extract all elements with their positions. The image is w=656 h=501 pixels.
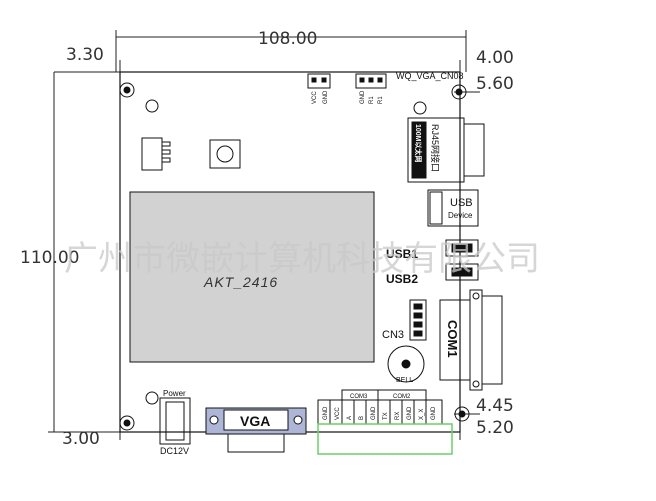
usb-device-sub: Device xyxy=(448,211,473,220)
terminal-pin-label: GND xyxy=(407,406,413,420)
usb-device-title: USB xyxy=(450,197,473,209)
core-module xyxy=(129,191,375,363)
terminal-pin-label: GND xyxy=(323,406,329,420)
vga-connector xyxy=(205,407,307,453)
dim-top-right: 4.00 xyxy=(476,48,514,68)
cn3-connector xyxy=(409,299,427,341)
regulator xyxy=(141,137,171,171)
dim-height: 110.00 xyxy=(20,248,79,268)
dim-bottom-right-offset: 5.20 xyxy=(476,418,514,438)
dc-label: DC12V xyxy=(160,446,189,456)
cn3-label: CN3 xyxy=(382,329,404,341)
chip-label: AKT_2416 xyxy=(203,274,278,290)
com1-label: COM1 xyxy=(445,320,460,358)
bell-label: BELL xyxy=(396,377,413,384)
terminal-pin-label: GND xyxy=(371,406,377,420)
usb1-label: USB1 xyxy=(386,247,418,261)
hdr-right-pin2: R1 xyxy=(369,96,375,104)
hdr-right-pin3: R1 xyxy=(378,96,384,104)
hdr-right-pin1: GND xyxy=(360,90,366,104)
small-header-right xyxy=(355,73,387,89)
bell-buzzer xyxy=(387,345,425,383)
rj45-label: RJ45网接口 xyxy=(430,124,441,172)
usb2-label: USB2 xyxy=(386,272,418,286)
com2-label: COM2 xyxy=(393,394,411,400)
terminal-pin-label: X_X xyxy=(419,409,425,420)
dim-bottom-left: 3.00 xyxy=(62,429,100,449)
power-label: Power xyxy=(163,389,186,398)
terminal-pin-label: A xyxy=(347,416,353,420)
terminal-pin-label: GND xyxy=(431,406,437,420)
usb-device-connector xyxy=(427,189,479,227)
hdr-left-pin2: GND xyxy=(323,90,329,104)
dim-width: 108.00 xyxy=(258,29,317,49)
com3-label: COM3 xyxy=(350,394,368,400)
power-jack xyxy=(159,397,191,445)
dim-bottom-right: 4.45 xyxy=(476,396,514,416)
terminal-pin-label: RX xyxy=(395,412,401,420)
wq-vga-label: WQ_VGA_CN08 xyxy=(396,71,464,81)
terminal-block-highlight xyxy=(317,423,453,455)
vga-label: VGA xyxy=(240,413,270,429)
usb-host-ports xyxy=(445,239,479,281)
reset-button xyxy=(209,139,241,169)
dim-top-left: 3.30 xyxy=(66,45,104,65)
small-header-left xyxy=(307,73,331,89)
hdr-left-pin1: VCC xyxy=(312,91,318,104)
mounting-holes xyxy=(119,82,470,431)
terminal-pin-labels: GND VCC A B GND TX RX GND X_X GND xyxy=(323,406,437,420)
rj45-connector xyxy=(407,117,485,183)
terminal-pin-label: B xyxy=(359,416,365,420)
com1-connector xyxy=(439,289,503,391)
dim-top-right-offset: 5.60 xyxy=(476,74,514,94)
terminal-pin-label: TX xyxy=(383,412,389,420)
rj45-side-label: 100M以太网 xyxy=(414,124,423,163)
terminal-pin-label: VCC xyxy=(335,407,341,420)
company-watermark: 广州市微嵌计算机科技有限公司 xyxy=(64,239,540,279)
